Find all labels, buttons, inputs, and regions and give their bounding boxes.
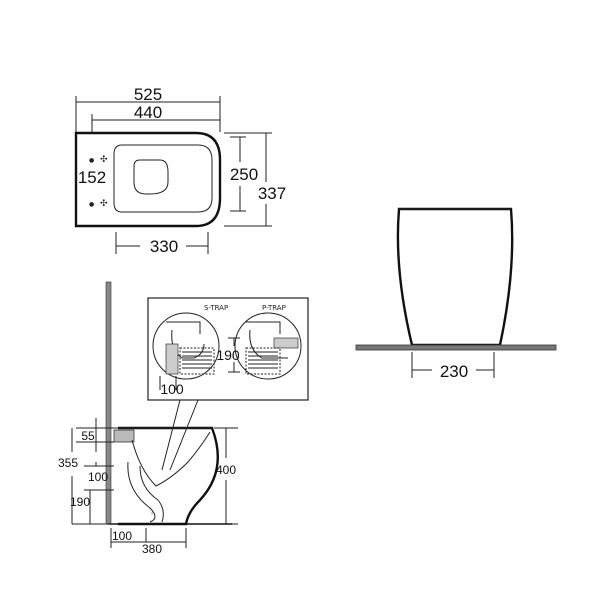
dim-inner-width: 440	[134, 103, 162, 122]
fixing-hole-icon: ●	[89, 201, 94, 208]
dim-overall-depth: 337	[258, 184, 286, 203]
floor-slab	[355, 344, 557, 351]
dim-projection: 380	[142, 542, 162, 556]
fixing-hole-icon: ✣	[100, 155, 108, 165]
dim-overall-height: 400	[216, 463, 236, 477]
dim-rim-offset: 55	[81, 429, 95, 443]
s-trap-label: S-TRAP	[204, 304, 228, 312]
side-view: ◦ 55 355 100 190 400 100 380	[58, 281, 238, 556]
p-trap-label: P-TRAP	[262, 304, 286, 312]
plan-view: ✣ ✣ ● ● 525 440 152 250 337 330	[74, 85, 286, 256]
fixing-hole-icons: ✣ ✣ ● ●	[89, 155, 108, 209]
fixing-hole-icon: ✣	[100, 199, 108, 209]
dim-overall-width: 525	[134, 85, 162, 104]
plan-outline	[74, 131, 222, 228]
outlet-icon: ◦	[150, 510, 154, 518]
dim-fixing-spacing: 152	[78, 168, 106, 187]
front-view: 230	[355, 207, 557, 381]
dim-inlet-to-outlet: 100	[88, 470, 108, 484]
dim-base-width: 230	[440, 362, 468, 381]
dim-wall-to-outlet: 100	[112, 529, 132, 543]
fixing-hole-icon: ●	[89, 157, 94, 164]
dim-inner-depth: 250	[230, 165, 258, 184]
plan-bowl-opening	[113, 144, 213, 213]
dim-p-trap-height: 190	[216, 347, 240, 363]
p-trap-detail	[234, 312, 302, 380]
front-outline	[396, 207, 514, 347]
s-trap-detail	[152, 312, 220, 380]
wall	[105, 281, 112, 525]
dim-floor-to-inlet: 355	[58, 456, 78, 470]
plan-inner-bowl	[133, 159, 169, 195]
dim-s-trap-offset: 100	[160, 381, 184, 397]
dim-outlet-height: 190	[70, 495, 90, 509]
dim-seat-width: 330	[150, 237, 178, 256]
side-outline	[118, 426, 219, 526]
trap-detail: S-TRAP P-TRAP 190 100	[147, 297, 309, 401]
